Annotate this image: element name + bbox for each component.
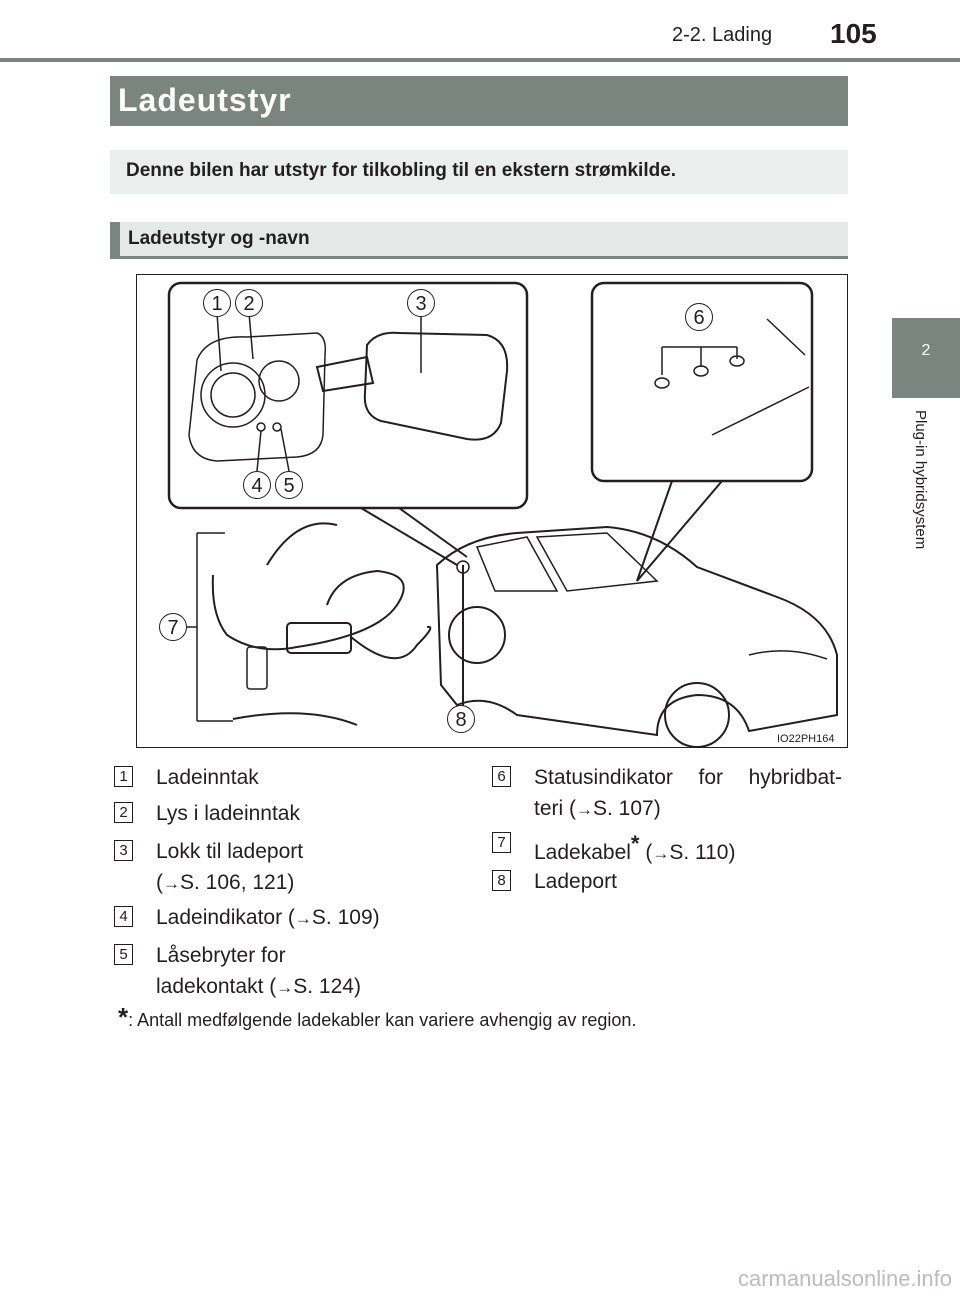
reference-arrow-icon: → <box>276 978 294 997</box>
subheading: Ladeutstyr og -navn <box>128 228 310 249</box>
subheading-bar: Ladeutstyr og -navn <box>110 222 848 259</box>
dashboard-lines <box>711 318 810 436</box>
figure-callout-3: 3 <box>407 289 435 317</box>
legend-text-8: Ladeport <box>534 866 617 897</box>
legend-line: Ladeport <box>534 870 617 893</box>
legend-text-5: Låsebryter for ladekontakt (→S. 124) <box>156 940 361 1003</box>
indicator-lamp-3 <box>729 355 745 367</box>
figure-callout-5: 5 <box>275 471 303 499</box>
reference-arrow-icon: → <box>576 800 593 819</box>
chapter-label: Plug-in hybridsystem <box>912 410 929 550</box>
reference-arrow-icon: → <box>294 909 312 928</box>
legend-line: ladekontakt (→S. 124) <box>156 975 361 998</box>
leader-5 <box>280 428 290 472</box>
indicator-led <box>256 422 266 432</box>
rear-wheel <box>448 606 506 664</box>
legend-number-2: 2 <box>114 802 133 823</box>
footnote-text: : Antall medfølgende ladekabler kan vari… <box>128 1010 637 1030</box>
legend-line: Ladeindikator (→S. 109) <box>156 906 380 929</box>
chapter-number: 2 <box>921 342 931 359</box>
legend-line: Statusindikator for hybridbat- <box>534 766 842 789</box>
charging-port-lid <box>363 331 509 441</box>
page-title: Ladeutstyr <box>118 82 292 118</box>
section-title: 2-2. Lading <box>672 24 773 46</box>
inlet-cap-ring <box>258 360 300 402</box>
legend-number-4: 4 <box>114 906 133 927</box>
legend-line: Lokk til ladeport <box>156 840 304 863</box>
watermark: carmanualsonline.info <box>738 1266 953 1291</box>
indicator-lamp-2 <box>693 365 709 377</box>
car-window-front <box>535 532 659 592</box>
indicator-pointer-edge <box>636 480 723 582</box>
legend-line: (→S. 106, 121) <box>156 871 295 894</box>
reference-arrow-icon: → <box>652 844 670 863</box>
inlet-ring <box>210 372 256 418</box>
indicator-leaders <box>661 346 738 375</box>
status-indicator-detail-frame <box>590 281 814 483</box>
header-rule <box>0 58 960 62</box>
figure-callout-4: 4 <box>243 471 271 499</box>
cable-supply <box>211 569 405 651</box>
port-pointer-edge <box>360 507 458 566</box>
front-wheel <box>664 682 730 748</box>
legend-line: teri (→S. 107) <box>534 797 661 820</box>
cable-plug-b <box>232 712 358 726</box>
figure-callout-6: 6 <box>685 303 713 331</box>
headlight <box>748 650 828 660</box>
footnote-marker: * <box>118 1002 129 1032</box>
legend-text-7: Ladekabel* (→S. 110) <box>534 828 735 869</box>
port-pointer <box>398 507 468 558</box>
figure-callout-2: 2 <box>235 289 263 317</box>
legend-number-6: 6 <box>492 766 511 787</box>
legend-line: Ladeinntak <box>156 766 259 789</box>
car-window-rear <box>475 536 559 592</box>
inlet-housing <box>188 332 327 462</box>
cable-plug-a <box>266 522 338 566</box>
figure-callout-1: 1 <box>203 289 231 317</box>
intro-text: Denne bilen har utstyr for tilkobling ti… <box>126 160 677 181</box>
footnote: *: Antall medfølgende ladekabler kan var… <box>118 1002 636 1033</box>
charging-port-location <box>456 560 470 574</box>
legend-text-4: Ladeindikator (→S. 109) <box>156 902 380 934</box>
legend-number-7: 7 <box>492 832 511 853</box>
intro-box: Denne bilen har utstyr for tilkobling ti… <box>110 150 848 194</box>
legend-text-1: Ladeinntak <box>156 762 259 793</box>
indicator-pointer <box>636 480 673 582</box>
legend-number-3: 3 <box>114 840 133 861</box>
page-number: 105 <box>830 18 877 49</box>
lid-hinge <box>315 355 375 393</box>
subheading-accent <box>110 222 120 259</box>
legend-line: Lys i ladeinntak <box>156 802 300 825</box>
leader-2 <box>248 312 254 360</box>
figure-callout-8: 8 <box>447 705 475 733</box>
reference-arrow-icon: → <box>163 874 180 893</box>
leader-1 <box>216 312 222 372</box>
leader-4 <box>256 430 262 472</box>
illustration-svg <box>167 281 838 748</box>
legend-line: Ladekabel* (→S. 110) <box>534 831 736 864</box>
legend-text-2: Lys i ladeinntak <box>156 798 300 829</box>
cable-vehicle <box>350 625 432 660</box>
lock-switch <box>272 422 282 432</box>
tag-label <box>246 646 268 690</box>
legend-number-8: 8 <box>492 870 511 891</box>
legend-line: Låsebryter for <box>156 944 286 967</box>
figure-code: IO22PH164 <box>777 733 835 745</box>
chapter-tab: 2 <box>892 318 960 398</box>
indicator-lamp <box>654 377 670 389</box>
page-title-bar: Ladeutstyr <box>110 76 848 126</box>
cable-bracket <box>183 532 233 722</box>
car-body <box>435 525 838 737</box>
legend-number-5: 5 <box>114 944 133 965</box>
legend-text-3: Lokk til ladeport (→S. 106, 121) <box>156 836 303 899</box>
charging-port-detail-frame <box>167 281 529 510</box>
legend-text-6: Statusindikator for hybridbat-teri (→S. … <box>534 762 842 825</box>
legend-number-1: 1 <box>114 766 133 787</box>
figure-callout-7: 7 <box>159 613 187 641</box>
